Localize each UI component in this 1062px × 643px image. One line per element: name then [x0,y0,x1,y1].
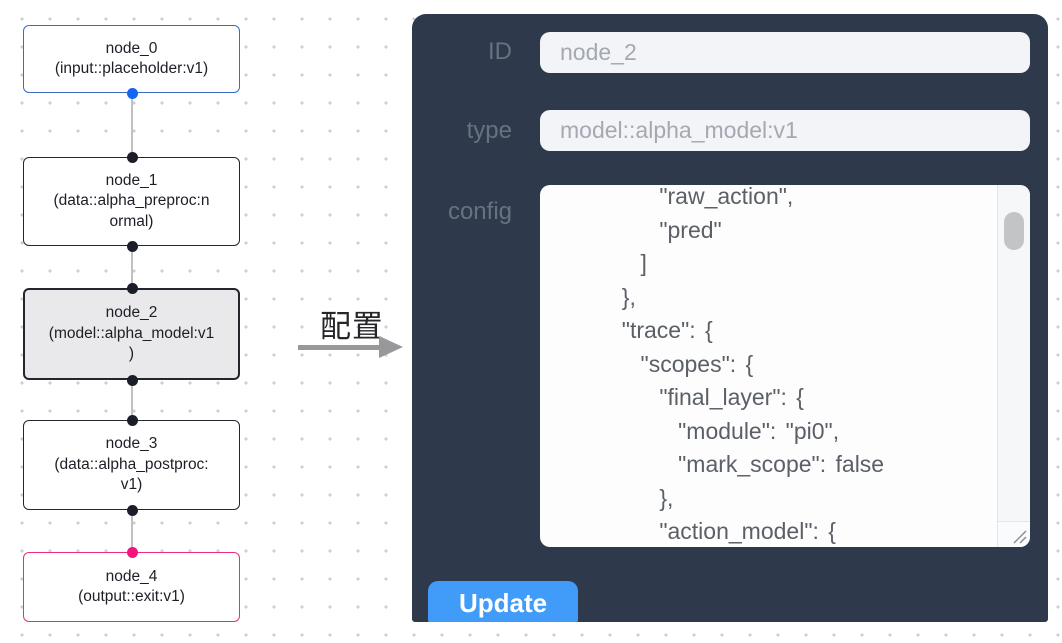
node-config-panel: ID type config "raw_action", "pred" ] },… [412,14,1048,622]
graph-node-node_4[interactable]: node_4 (output::exit:v1) [23,552,240,622]
configure-arrow-label: 配置 [320,309,384,344]
edge-node3-node4 [131,510,133,552]
port-node4-in[interactable] [126,546,138,558]
node-label: node_1 (data::alpha_preproc:n ormal) [53,171,210,230]
edge-node1-node2 [131,246,133,288]
port-node1-in[interactable] [126,151,138,163]
port-node0-out[interactable] [126,87,138,99]
graph-node-node_3[interactable]: node_3 (data::alpha_postproc: v1) [23,420,240,510]
config-code[interactable]: "raw_action", "pred" ] }, "trace": { "sc… [621,185,885,544]
graph-node-node_1[interactable]: node_1 (data::alpha_preproc:n ormal) [23,157,240,246]
scrollbar-corner [997,521,1030,547]
port-node2-in[interactable] [126,282,138,294]
port-node3-in[interactable] [126,414,138,426]
right-arrow-icon [298,336,404,358]
graph-node-node_0[interactable]: node_0 (input::placeholder:v1) [23,25,240,93]
edge-node0-node1 [131,93,133,157]
config-editor[interactable]: "raw_action", "pred" ] }, "trace": { "sc… [540,185,1030,547]
port-node3-out[interactable] [126,504,138,516]
resize-handle-icon[interactable] [1010,527,1028,545]
port-node2-out[interactable] [126,374,138,386]
node-label: node_3 (data::alpha_postproc: v1) [54,435,209,494]
edge-node2-node3 [131,380,133,420]
id-input[interactable] [540,32,1030,73]
scrollbar-thumb[interactable] [1004,212,1024,250]
update-button-label: Update [458,588,548,618]
port-node1-out[interactable] [126,240,138,252]
update-button[interactable]: Update [428,581,578,622]
node-label: node_2 (model::alpha_model:v1 ) [48,304,215,363]
node-label: node_4 (output::exit:v1) [78,567,185,606]
node-label: node_0 (input::placeholder:v1) [54,39,209,78]
scrollbar-track[interactable] [997,185,1030,521]
arrow-head [379,336,403,358]
type-input[interactable] [540,110,1030,151]
arrow-shaft [298,344,383,350]
type-field-label: type [466,117,512,144]
id-field-label: ID [488,38,512,65]
config-field-label: config [447,198,512,225]
graph-node-node_2[interactable]: node_2 (model::alpha_model:v1 ) [23,288,240,380]
